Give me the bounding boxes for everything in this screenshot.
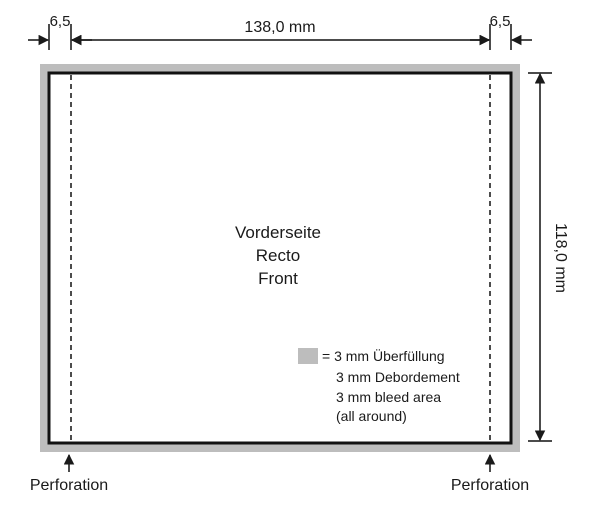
legend-swatch bbox=[298, 348, 318, 364]
center-line-1: Vorderseite bbox=[235, 223, 321, 242]
width-label: 138,0 mm bbox=[244, 19, 315, 36]
legend-line-2: 3 mm Debordement bbox=[336, 369, 460, 385]
left-margin-label: 6,5 bbox=[50, 13, 71, 30]
height-label: 118,0 mm bbox=[552, 223, 569, 293]
right-margin-label: 6,5 bbox=[490, 13, 511, 30]
center-line-2: Recto bbox=[256, 246, 300, 265]
legend-line-3: 3 mm bleed area bbox=[336, 389, 441, 405]
center-line-3: Front bbox=[258, 269, 298, 288]
legend-line-1: = 3 mm Überfüllung bbox=[322, 347, 445, 364]
perforation-label-right: Perforation bbox=[451, 477, 529, 494]
legend-line-4: (all around) bbox=[336, 408, 407, 424]
perforation-label-left: Perforation bbox=[30, 477, 108, 494]
trim-box bbox=[47, 71, 513, 445]
